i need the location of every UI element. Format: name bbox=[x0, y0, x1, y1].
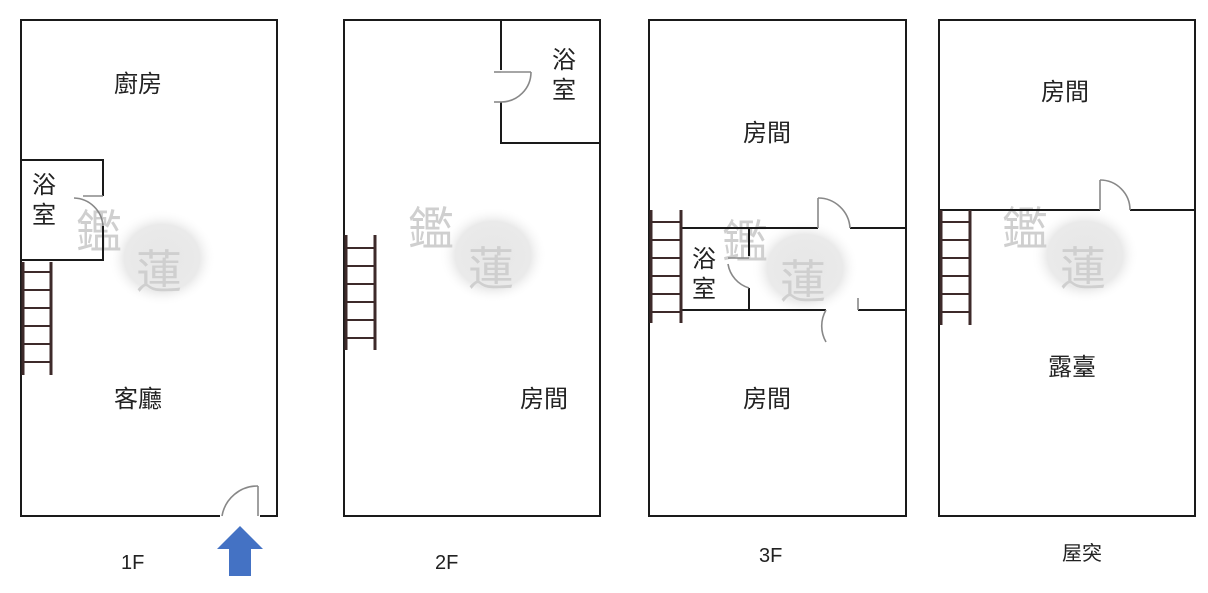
bathroom-label-char-2: 室 bbox=[32, 201, 56, 229]
floor-label-3f: 3F bbox=[759, 545, 783, 567]
staircase-1f bbox=[21, 262, 53, 375]
room-label-bathroom: 浴 室 bbox=[551, 45, 577, 105]
watermark-1f: 鑑 蓮 bbox=[76, 205, 216, 306]
room-label-room-upper: 房間 bbox=[743, 119, 791, 147]
floor-roof-plan bbox=[938, 19, 1196, 517]
outer-wall bbox=[343, 19, 601, 517]
staircase-roof bbox=[939, 210, 972, 325]
floor-2f-plan bbox=[343, 19, 601, 517]
outer-wall bbox=[938, 19, 1196, 517]
bathroom-label-char-2: 室 bbox=[552, 76, 576, 104]
watermark-char-2: 蓮 bbox=[136, 245, 182, 299]
room-label-bathroom: 浴 室 bbox=[31, 170, 57, 230]
watermark-3f: 鑑 蓮 bbox=[722, 215, 859, 316]
upper-room-door-3f bbox=[817, 197, 851, 229]
bathroom-label-char-2: 室 bbox=[692, 275, 716, 303]
floor-label-2f: 2F bbox=[435, 552, 459, 574]
bathroom-door-2f bbox=[494, 71, 532, 103]
floor-1f-plan bbox=[20, 19, 278, 517]
watermark-char-1: 鑑 bbox=[408, 202, 454, 256]
room-label-terrace: 露臺 bbox=[1048, 353, 1096, 381]
room-label-kitchen: 廚房 bbox=[114, 70, 162, 98]
room-label-room-lower: 房間 bbox=[743, 385, 791, 413]
lower-room-door-3f bbox=[820, 298, 859, 343]
watermark-roof: 鑑 蓮 bbox=[1002, 202, 1139, 303]
floor-label-roof: 屋突 bbox=[1062, 541, 1102, 565]
watermark-2f: 鑑 蓮 bbox=[408, 202, 547, 303]
room-door-roof bbox=[1099, 179, 1131, 211]
staircase-2f bbox=[344, 235, 377, 350]
room-label-bathroom: 浴 室 bbox=[691, 244, 717, 304]
outer-wall bbox=[20, 19, 278, 517]
bathroom-door-3f bbox=[727, 257, 750, 289]
watermark-char-1: 鑑 bbox=[722, 215, 768, 269]
bathroom-label-char-1: 浴 bbox=[552, 46, 576, 74]
floor-3f-plan bbox=[648, 19, 907, 517]
watermark-char-2: 蓮 bbox=[468, 242, 514, 296]
staircase-3f bbox=[649, 210, 683, 323]
bathroom-wall bbox=[500, 20, 600, 144]
room-label-room: 房間 bbox=[1041, 78, 1089, 106]
bathroom-wall bbox=[21, 159, 104, 261]
entrance-arrow-icon bbox=[217, 526, 263, 576]
entrance-door-1f bbox=[221, 485, 259, 517]
room-label-room: 房間 bbox=[520, 385, 568, 413]
watermark-char-2: 蓮 bbox=[1060, 242, 1106, 296]
outer-wall bbox=[648, 19, 907, 517]
floor-label-1f: 1F bbox=[121, 552, 145, 574]
watermark-char-2: 蓮 bbox=[780, 255, 826, 309]
bathroom-door-1f bbox=[73, 195, 104, 227]
room-label-living-room: 客廳 bbox=[114, 385, 162, 413]
bathroom-label-char-1: 浴 bbox=[692, 245, 716, 273]
bathroom-label-char-1: 浴 bbox=[32, 171, 56, 199]
